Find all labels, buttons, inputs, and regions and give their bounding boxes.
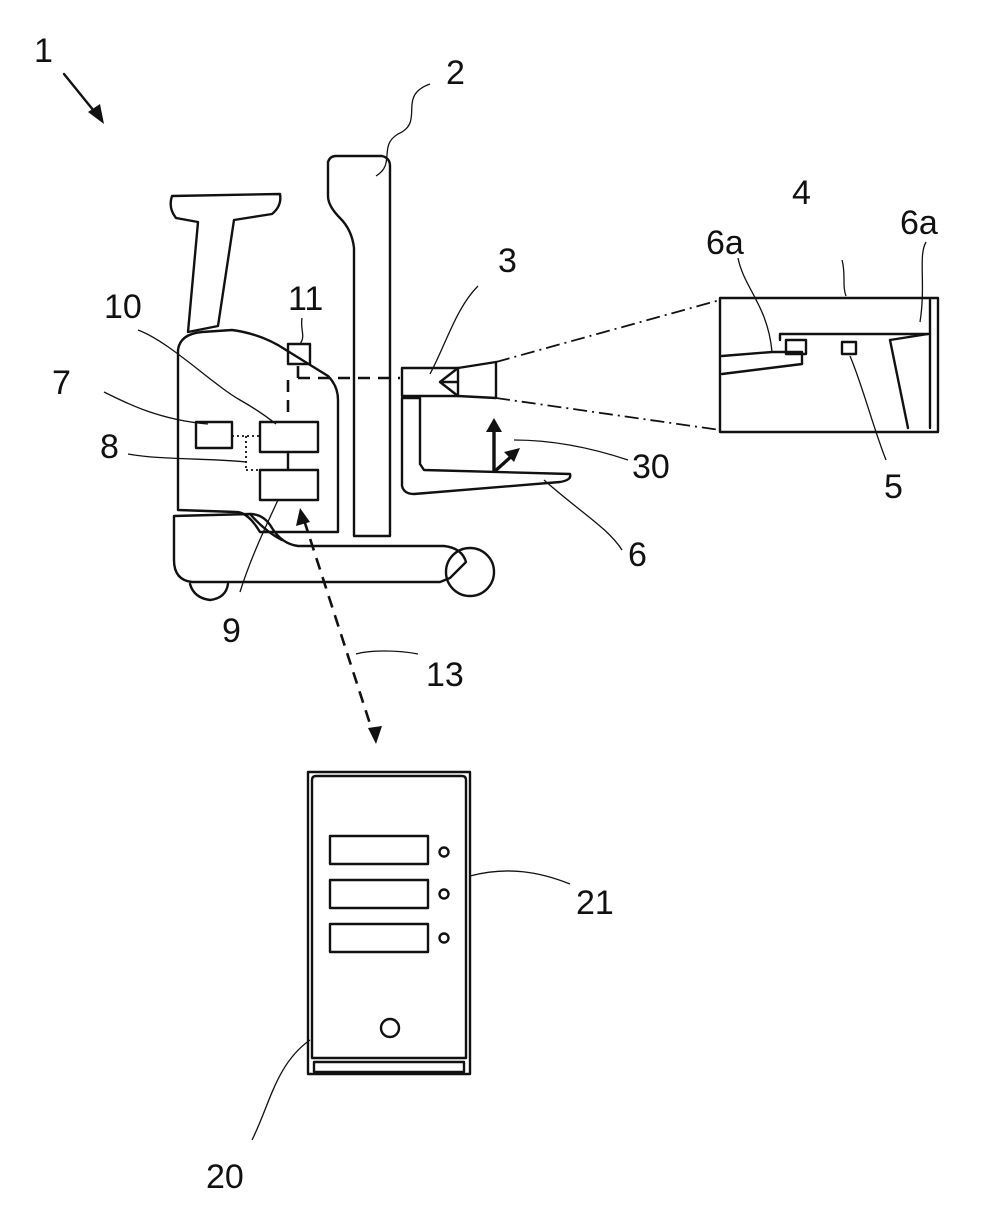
label-30: 30 <box>632 448 670 486</box>
fork <box>402 398 570 494</box>
label-5: 5 <box>884 468 903 506</box>
label-13: 13 <box>426 656 464 694</box>
sensor-5 <box>842 342 856 354</box>
drive-bay-3 <box>330 924 428 952</box>
truck-chassis <box>174 514 466 582</box>
operator-seat <box>171 194 281 332</box>
label-9: 9 <box>222 612 241 650</box>
label-3: 3 <box>498 242 517 280</box>
label-7: 7 <box>52 364 71 402</box>
label-4: 4 <box>792 174 811 212</box>
unit-9 <box>260 470 318 500</box>
device-arrow <box>64 74 104 124</box>
power-button <box>381 1019 399 1037</box>
drive-bay-2 <box>330 880 428 908</box>
rear-wheel <box>190 584 228 600</box>
truck-body <box>178 330 338 532</box>
arrows-30 <box>486 418 520 472</box>
label-8: 8 <box>100 428 119 466</box>
front-wheel <box>446 548 494 596</box>
label-6: 6 <box>628 536 647 574</box>
forklift-truck <box>171 156 571 600</box>
detail-inset-4 <box>720 298 938 432</box>
label-10: 10 <box>104 288 142 326</box>
label-1: 1 <box>34 32 53 70</box>
server-20 <box>308 772 470 1074</box>
unit-7 <box>196 422 232 448</box>
label-20: 20 <box>206 1158 244 1196</box>
sensor-lens <box>440 368 458 396</box>
indicator-1 <box>440 848 449 857</box>
fork-tip-left <box>722 352 802 374</box>
label-6a-right: 6a <box>900 204 938 242</box>
unit-10 <box>260 422 318 452</box>
label-11: 11 <box>288 280 323 318</box>
label-21: 21 <box>576 884 614 922</box>
label-6a-left: 6a <box>706 224 744 262</box>
drive-bay-1 <box>330 836 428 864</box>
indicator-3 <box>440 934 449 943</box>
indicator-2 <box>440 890 449 899</box>
wireless-link-13 <box>296 508 382 744</box>
label-2: 2 <box>446 54 465 92</box>
